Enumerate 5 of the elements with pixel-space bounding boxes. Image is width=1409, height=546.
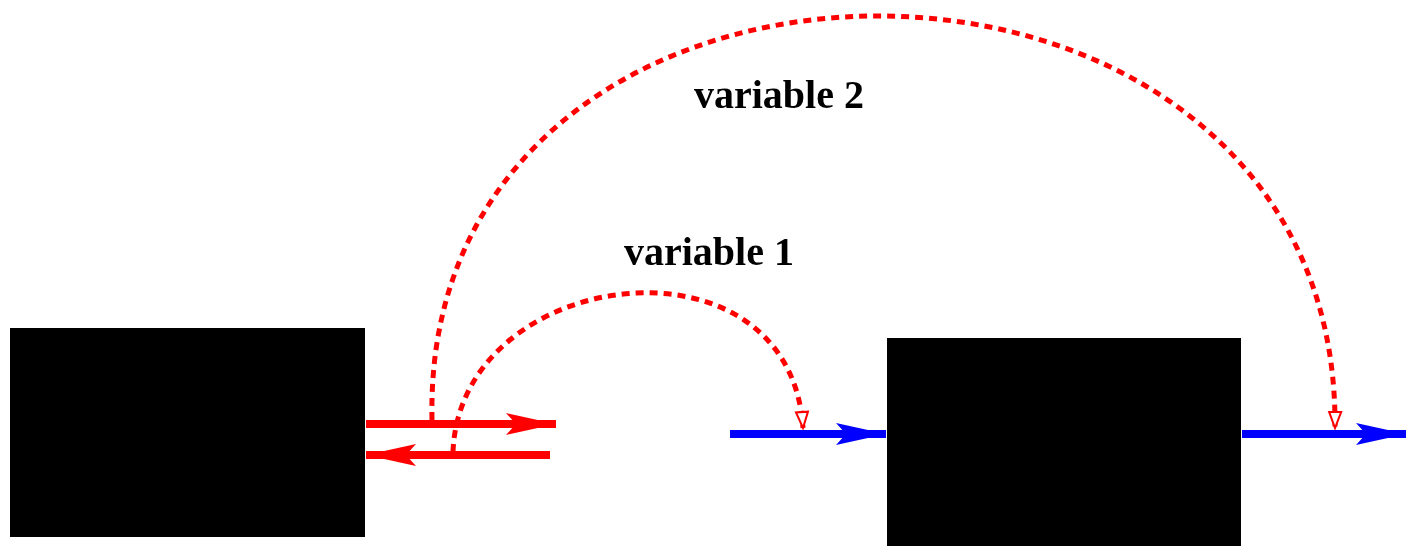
dashed-arrow <box>450 291 807 453</box>
dashed-arrow <box>429 13 1340 429</box>
arrow <box>1242 423 1406 445</box>
block <box>887 338 1241 546</box>
block <box>10 328 365 537</box>
